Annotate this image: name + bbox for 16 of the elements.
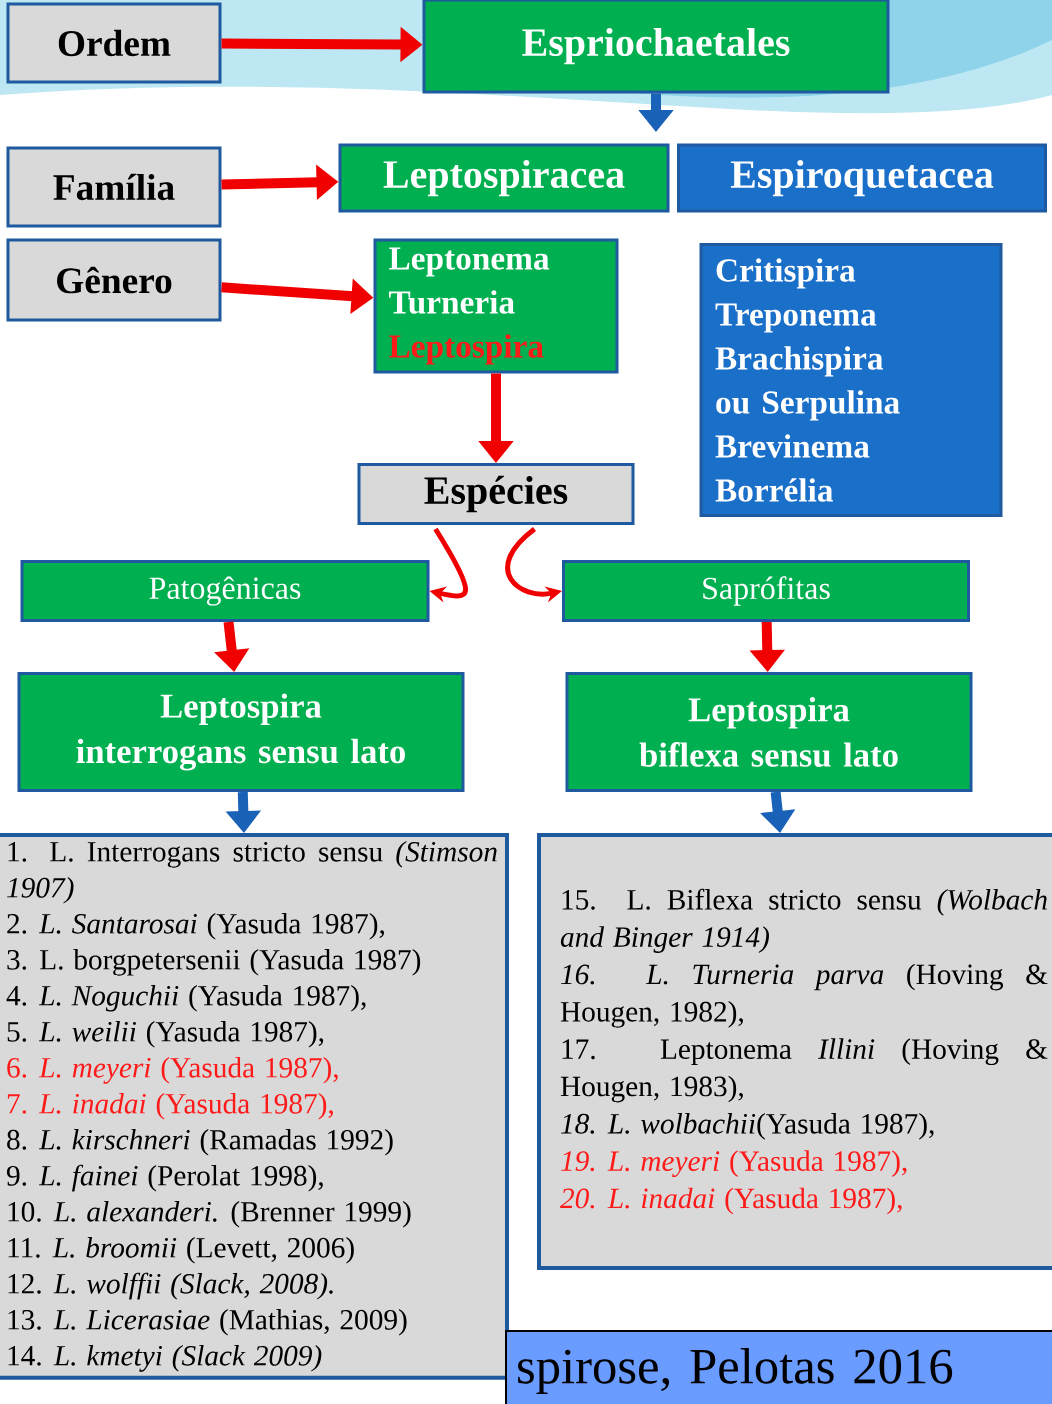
taxon-box: Patogênicas [20,560,430,622]
taxon-box: Leptonema Turneria Leptospira [373,238,619,374]
taxon-box: Leptospira biflexa sensu lato [565,672,973,792]
rank-label-box: Gênero [6,238,222,322]
species-list-box: 1. L. Interrogans stricto sensu (Stimson 1907) 2. L. Santarosai (Yasuda 1987), 3. L. borgpetersenii (Yasuda 1987) 4. L. Noguchii (Yasuda 1987), 5. L. weilii (Yasuda 1987), 6. L. meyeri (Yasuda 1987), 7. L. inadai (Yasuda 1987), 8. L. kirschneri (Ramadas 1992) 9. L. fainei (Perolat 1998), 10. L. alexanderi. (Brenner 1999) 11. L. broomii (Levett, 2006) 12. L. wolffii (Slack, 2008). 13. L. Licerasiae (Mathias, 2009) 14. L. kmetyi (Slack 2009) [0,833,509,1380]
taxon-box: Critispira Treponema Brachispira ou Serpulina Brevinema Borrélia [699,243,1003,517]
taxon-box: Leptospiracea [338,143,670,213]
species-list-box: 15. L. Biflexa stricto sensu (Wolbach and Binger 1914) 16. L. Turneria parva (Hoving & Hougen, 1982), 17. Leptonema Illini (Hoving & Hougen, 1983), 18. L. wolbachii(Yasuda 1987), 19. L. meyeri (Yasuda 1987), 20. L. inadai (Yasuda 1987), [537,833,1052,1270]
taxon-box: Leptospira interrogans sensu lato [17,672,465,792]
rank-label-box: Espécies [357,463,635,525]
rank-label-box: Ordem [6,2,222,84]
title-banner: spirose, Pelotas 2016 [505,1330,1052,1404]
rank-label-box: Família [6,146,222,228]
taxon-box: Saprófitas [562,560,970,622]
taxon-box: Espriochaetales [422,0,890,94]
taxon-box: Espiroquetacea [677,143,1047,213]
